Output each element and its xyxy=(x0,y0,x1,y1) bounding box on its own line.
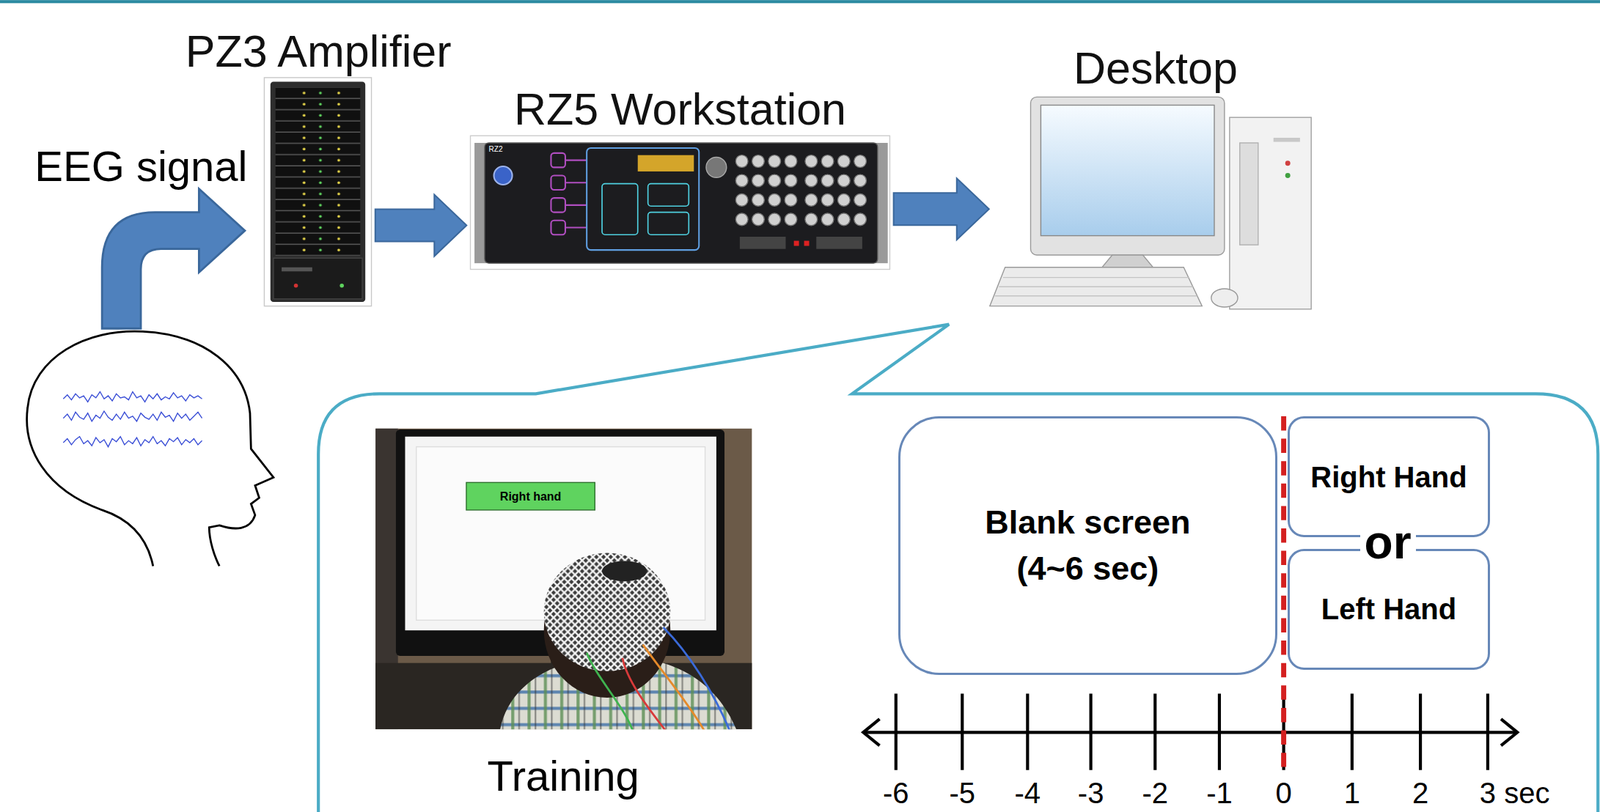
cue-box: Left Hand xyxy=(1287,549,1491,671)
conjunction-text: or xyxy=(1360,519,1416,567)
head-outline xyxy=(27,331,274,567)
tick-label: 1 xyxy=(1344,778,1361,809)
device-label: RZ5 Workstation xyxy=(514,87,847,132)
top-band xyxy=(0,0,1600,3)
workstation-illustration xyxy=(470,135,891,270)
device-label: PZ3 Amplifier xyxy=(185,29,452,75)
block-arrow xyxy=(375,195,468,257)
cue-onset-line xyxy=(1281,416,1287,776)
tick-label: 3 sec xyxy=(1479,778,1551,809)
training-photo xyxy=(375,428,752,731)
signal-arrow xyxy=(101,189,245,330)
desktop-computer: Desktop xyxy=(995,96,1317,317)
box-text: Right Hand xyxy=(1310,459,1467,495)
desktop-illustration xyxy=(989,96,1312,309)
tick-label: 2 xyxy=(1412,778,1429,809)
photo-caption: Training xyxy=(486,755,639,798)
box-text: Blank screen xyxy=(984,499,1191,546)
tick-label: -5 xyxy=(948,778,976,809)
tick-label: -2 xyxy=(1141,778,1169,809)
tick-label: -1 xyxy=(1206,778,1233,809)
box-text: Left Hand xyxy=(1321,591,1457,627)
tick-label: -3 xyxy=(1077,778,1105,809)
tick-label: -6 xyxy=(882,778,910,809)
callout-bubble xyxy=(318,324,1598,812)
eeg-waves xyxy=(63,392,202,448)
box-text: (4~6 sec) xyxy=(1016,545,1159,592)
amplifier-device: PZ3 Amplifier xyxy=(267,79,370,305)
tick-label: -4 xyxy=(1014,778,1042,809)
device-label: Desktop xyxy=(1073,46,1238,91)
blank-screen-box: Blank screen(4~6 sec) xyxy=(898,416,1279,676)
tick-label: 0 xyxy=(1275,778,1292,809)
screen-cue-text: Right hand xyxy=(500,491,562,504)
timeline-axis xyxy=(863,693,1518,770)
amplifier-illustration xyxy=(263,77,372,307)
workstation-device: RZ5 Workstation xyxy=(472,137,888,268)
block-arrow xyxy=(893,178,990,240)
device-marking: RZ2 xyxy=(489,145,504,154)
signal-label: EEG signal xyxy=(34,145,248,188)
